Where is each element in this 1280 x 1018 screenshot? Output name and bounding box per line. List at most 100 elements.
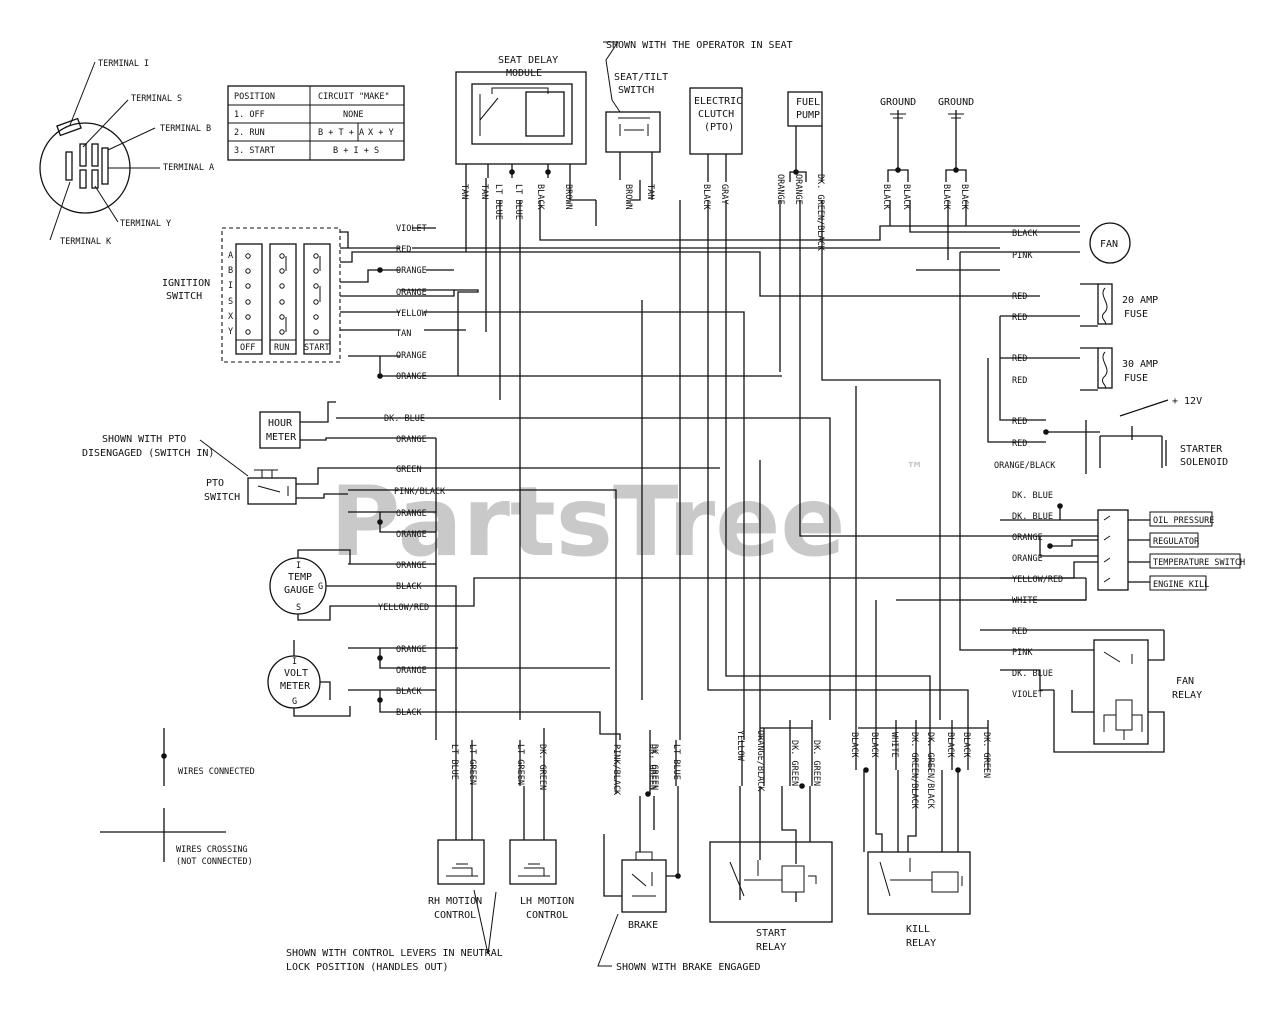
ignition-pin-a: A <box>228 251 233 261</box>
bottom-wire-label-9: ORANGE/BLACK <box>755 730 765 792</box>
left-wire-label-18: ORANGE <box>396 666 427 676</box>
oil-pressure-label: OIL PRESSURE <box>1153 516 1214 526</box>
kill-relay <box>863 770 971 915</box>
ignition-contact <box>245 329 251 335</box>
volt-pin-i: I <box>292 657 297 667</box>
table-cell-none: NONE <box>343 110 363 120</box>
terminal-y-label: TERMINAL Y <box>120 219 171 229</box>
bottom-wire-label-4: PINK/BLACK <box>611 744 621 796</box>
volt-meter-label-2: METER <box>280 681 311 692</box>
left-wire-label-2: ORANGE <box>396 266 427 276</box>
right-wire-label-2: RED <box>1012 292 1027 302</box>
ground-symbols <box>887 110 967 182</box>
lh-label-2: CONTROL <box>526 910 568 921</box>
left-wire-label-8: DK. BLUE <box>384 414 425 424</box>
right-wire-label-11: ORANGE <box>1012 533 1043 543</box>
seat-delay-label-1: SEAT DELAY <box>498 55 558 66</box>
seat-delay-label-2: MODULE <box>506 68 542 79</box>
ignition-circuit-table <box>227 85 405 161</box>
temp-gauge-label-2: GAUGE <box>284 585 314 596</box>
top-wire-label-14: BLACK <box>901 184 911 210</box>
hour-meter <box>259 401 348 449</box>
right-wire-label-9: DK. BLUE <box>1012 491 1053 501</box>
table-header-circuit: CIRCUIT "MAKE" <box>318 92 390 102</box>
brake-note: SHOWN WITH BRAKE ENGAGED <box>616 962 761 973</box>
brake-label: BRAKE <box>628 920 658 931</box>
seat-tilt-switch <box>603 41 661 180</box>
terminal-a-label: TERMINAL A <box>163 163 214 173</box>
right-wire-label-17: DK. BLUE <box>1012 669 1053 679</box>
ignition-contact <box>245 268 251 274</box>
pto-switch-label-2: SWITCH <box>204 492 240 503</box>
fan-motor <box>1089 222 1131 264</box>
left-wire-label-7: ORANGE <box>396 372 427 382</box>
right-wire-label-8: ORANGE/BLACK <box>994 461 1056 471</box>
right-wire-label-6: RED <box>1012 417 1027 427</box>
right-wire-label-1: PINK <box>1012 251 1033 261</box>
left-wire-label-10: GREEN <box>396 465 422 475</box>
top-wire-label-5: BROWN <box>563 184 573 210</box>
start-relay-label-2: RELAY <box>756 942 786 953</box>
fan-label: FAN <box>1100 239 1118 250</box>
temp-gauge-label-1: TEMP <box>288 572 312 583</box>
hour-meter-label-1: HOUR <box>268 418 293 429</box>
pto-note-2: DISENGAGED (SWITCH IN) <box>82 448 214 459</box>
sensor-block <box>1097 509 1241 591</box>
fuel-pump <box>787 91 823 182</box>
right-wire-label-7: RED <box>1012 439 1027 449</box>
ignition-terminal-diagram <box>39 61 160 241</box>
bottom-wire-label-15: DK. GREEN/BLACK <box>909 732 919 810</box>
seat-switch-label-1: SEAT/TILT <box>614 72 668 83</box>
left-wire-label-20: BLACK <box>396 708 422 718</box>
fuse20-label-1: 20 AMP <box>1122 295 1158 306</box>
plus-12v-label: + 12V <box>1172 396 1202 407</box>
hour-meter-label-2: METER <box>266 432 297 443</box>
top-wire-label-7: TAN <box>645 184 655 199</box>
ignition-contact <box>245 299 251 305</box>
right-wire-label-5: RED <box>1012 376 1027 386</box>
bottom-wire-label-13: BLACK <box>869 732 879 758</box>
fan-relay <box>1053 630 1165 753</box>
left-wire-label-14: ORANGE <box>396 561 427 571</box>
top-wire-label-2: LT BLUE <box>493 184 503 220</box>
ignition-contact <box>279 329 285 335</box>
bottom-wire-label-6: DK. GREEN <box>649 744 659 790</box>
right-wire-label-12: ORANGE <box>1012 554 1043 564</box>
left-wire-label-9: ORANGE <box>396 435 427 445</box>
kill-relay-label-2: RELAY <box>906 938 936 949</box>
clutch-label-1: ELECTRIC <box>694 96 742 107</box>
regulator-label: REGULATOR <box>1153 537 1200 547</box>
temp-switch-label: TEMPERATURE SWITCH <box>1153 558 1245 568</box>
fuse-20 <box>1080 283 1113 327</box>
seat-delay-module <box>455 71 587 178</box>
table-cell-run-2: X + Y <box>368 128 394 138</box>
ignition-switch-block <box>221 227 341 363</box>
fuse20-label-2: FUSE <box>1124 309 1148 320</box>
top-wire-label-9: GRAY <box>719 184 729 204</box>
bottom-wire-label-2: LT GREEN <box>515 744 525 785</box>
fuel-pump-label-2: PUMP <box>796 110 820 121</box>
right-wire-labels: BLACKPINKREDREDREDREDREDREDORANGE/BLACKD… <box>994 229 1063 700</box>
bottom-wire-label-8: YELLOW <box>735 730 745 762</box>
electric-clutch <box>689 87 743 182</box>
bottom-wire-label-19: DK. GREEN <box>981 732 991 778</box>
top-wire-label-4: BLACK <box>535 184 545 210</box>
pto-note-1: SHOWN WITH PTO <box>102 434 186 445</box>
ignition-contact <box>313 253 319 259</box>
ignition-switch-label-1: IGNITION <box>162 278 210 289</box>
bottom-wire-label-3: DK. GREEN <box>537 744 547 790</box>
left-wire-label-16: YELLOW/RED <box>378 603 429 613</box>
rh-label-1: RH MOTION <box>428 896 482 907</box>
legend-crossing-1: WIRES CROSSING <box>176 845 248 855</box>
left-wire-label-19: BLACK <box>396 687 422 697</box>
left-wire-label-3: ORANGE <box>396 288 427 298</box>
right-wire-label-18: VIOLET <box>1012 690 1043 700</box>
top-wire-label-8: BLACK <box>701 184 711 210</box>
top-wire-label-16: BLACK <box>959 184 969 210</box>
position-run: RUN <box>274 343 289 353</box>
ignition-pin-i: I <box>228 281 233 291</box>
bottom-wire-label-1: LT GREEN <box>467 744 477 785</box>
start-relay <box>709 786 833 923</box>
